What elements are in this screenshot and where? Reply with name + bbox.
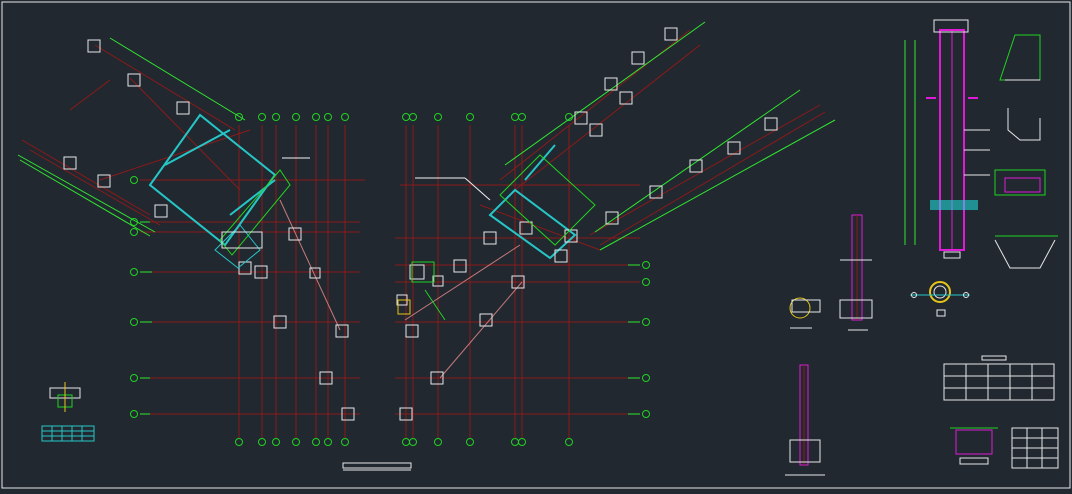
right-wing-beams <box>488 144 577 260</box>
top-right-detail-1 <box>999 34 1041 81</box>
plan-grid-bubbles <box>130 113 650 446</box>
plan-dimension-ticks <box>140 221 640 415</box>
schedule-table-1 <box>943 355 1055 401</box>
left-wing-beams <box>148 113 277 247</box>
right-wing-grid <box>479 29 826 251</box>
ring-detail <box>910 281 970 317</box>
legend-table <box>41 425 95 442</box>
bottom-right-detail <box>950 427 998 465</box>
column-markers <box>63 27 778 421</box>
plan-grid-horizontal <box>140 179 640 415</box>
pile-section <box>904 19 990 259</box>
left-wing-dimension <box>17 37 246 237</box>
mid-section-a <box>839 214 873 331</box>
top-right-detail-4 <box>994 235 1058 269</box>
plan-title <box>342 462 412 471</box>
left-detail-cluster <box>214 157 310 269</box>
top-right-detail-3 <box>994 169 1046 196</box>
plan-grid-vertical <box>238 125 570 438</box>
mid-section-b <box>789 297 821 329</box>
diagonal-links <box>279 199 523 379</box>
top-right-detail-2 <box>1007 108 1041 141</box>
legend-symbol <box>49 382 81 412</box>
bottom-section <box>785 364 825 476</box>
left-wing-grid <box>21 44 251 226</box>
right-detail-cluster <box>397 154 596 321</box>
schedule-table-2 <box>1011 427 1059 469</box>
right-wing-dimension <box>504 21 836 251</box>
